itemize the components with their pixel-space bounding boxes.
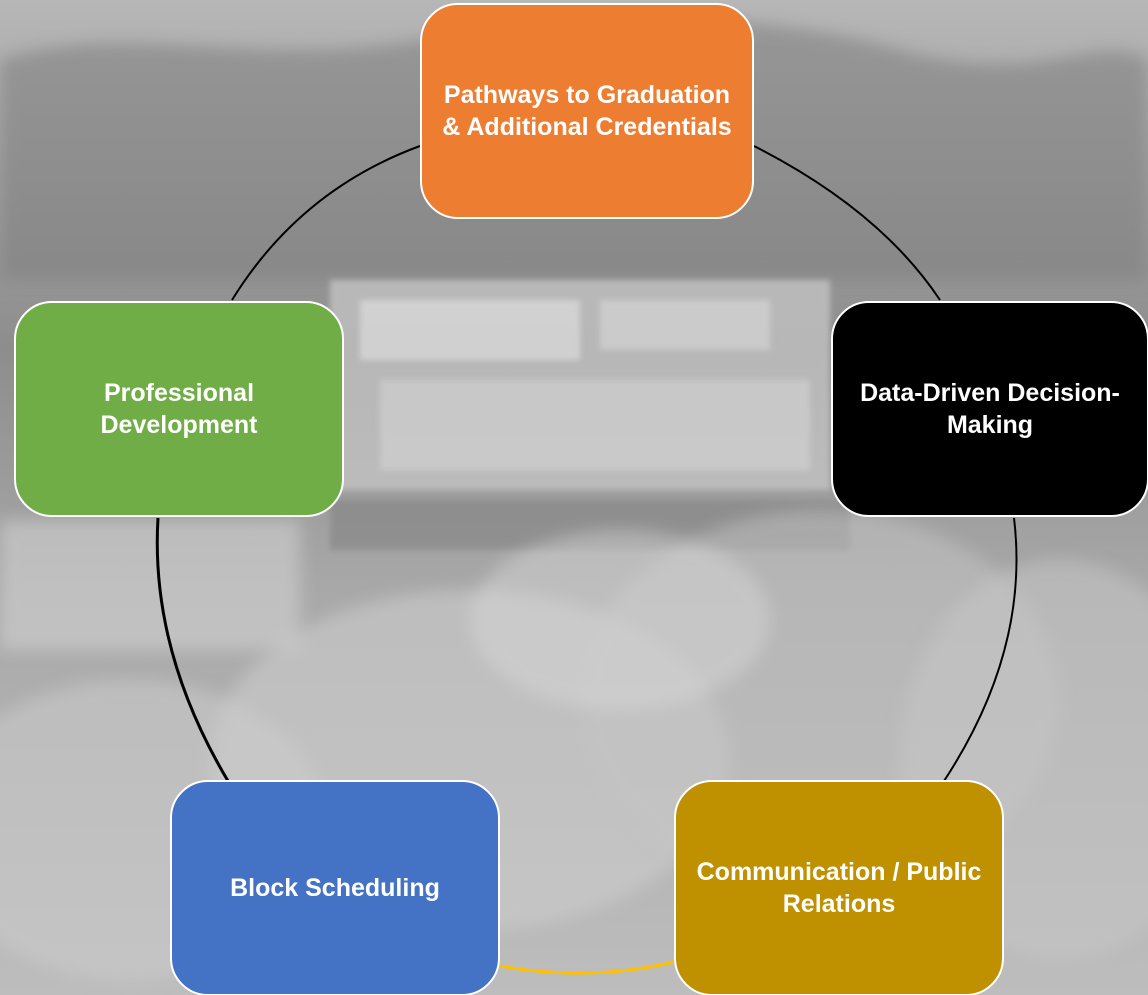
node-pathways-to-graduation: Pathways to Graduation & Additional Cred… [420, 3, 754, 219]
connector-block-to-professional [155, 517, 230, 782]
connector-professional-to-pathways [231, 145, 421, 301]
node-label: Pathways to Graduation & Additional Cred… [442, 81, 732, 141]
node-label: Block Scheduling [230, 874, 440, 902]
node-label: Data-Driven Decision-Making [860, 379, 1120, 439]
connector-pathways-to-data [753, 145, 941, 301]
connector-data-to-communication [943, 517, 1018, 782]
node-label: Professional Development [100, 379, 258, 439]
node-label: Communication / Public Relations [696, 858, 982, 918]
node-block-scheduling: Block Scheduling [170, 780, 500, 995]
node-professional-development: Professional Development [14, 301, 344, 517]
connector-communication-to-block [499, 960, 675, 975]
node-data-driven-decision-making: Data-Driven Decision-Making [831, 301, 1148, 517]
node-communication-public-relations: Communication / Public Relations [674, 780, 1004, 995]
